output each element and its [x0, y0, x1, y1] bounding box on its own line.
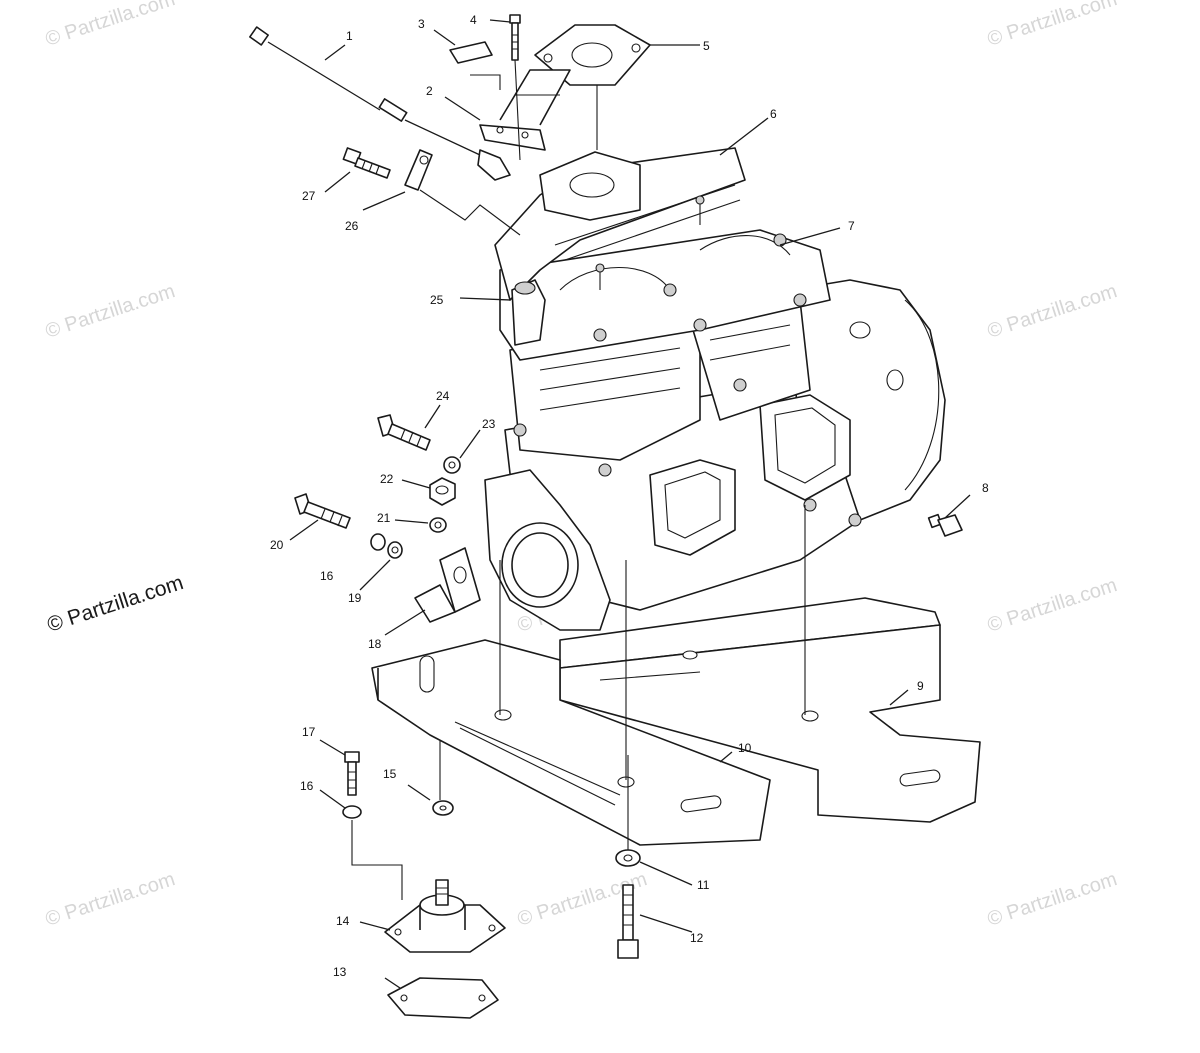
callout-leaders	[289, 19, 971, 989]
bracket-18	[414, 547, 481, 623]
engine-mount-14	[384, 879, 506, 953]
callout-labels: 1 2 3 4 5 6 7 8 9 10 11 12 13 14 15 16 1…	[270, 13, 989, 979]
watermark-faint-8: © Partzilla.com	[985, 868, 1120, 931]
bolt-12	[617, 884, 639, 959]
callout-27: 27	[302, 189, 316, 203]
head-bolts	[513, 233, 862, 527]
callout-1: 1	[346, 29, 353, 43]
clamp-26	[404, 149, 521, 236]
bolt-17	[344, 751, 360, 796]
watermark-faint-5: © Partzilla.com	[985, 574, 1120, 637]
fitting-27	[342, 147, 391, 179]
mount-plate-front-10	[371, 639, 771, 846]
callout-18: 18	[368, 637, 382, 651]
callout-20: 20	[270, 538, 284, 552]
callout-16-upper: 16	[320, 569, 334, 583]
callout-25: 25	[430, 293, 444, 307]
bolt-20	[294, 493, 351, 529]
washer-16-upper	[370, 533, 386, 551]
callout-24: 24	[436, 389, 450, 403]
callout-10: 10	[738, 741, 752, 755]
callout-15: 15	[383, 767, 397, 781]
watermark-faint-6: © Partzilla.com	[43, 868, 178, 931]
bolt-24	[377, 414, 431, 451]
callout-21: 21	[377, 511, 391, 525]
callout-13: 13	[333, 965, 347, 979]
callout-26: 26	[345, 219, 359, 233]
watermark-faint-4: © Partzilla.com	[985, 280, 1120, 343]
bolt-4	[509, 14, 521, 161]
leader-17-to-14	[351, 820, 403, 900]
callout-16-lower: 16	[300, 779, 314, 793]
callout-19: 19	[348, 591, 362, 605]
callout-2: 2	[426, 84, 433, 98]
callout-9: 9	[917, 679, 924, 693]
callout-8: 8	[982, 481, 989, 495]
callout-5: 5	[703, 39, 710, 53]
callout-17: 17	[302, 725, 316, 739]
watermark-faint-1: © Partzilla.com	[43, 0, 178, 51]
watermark-faint-2: © Partzilla.com	[985, 0, 1120, 51]
callout-6: 6	[770, 107, 777, 121]
callout-3: 3	[418, 17, 425, 31]
drain-plug-8	[927, 513, 963, 537]
watermark-faint-3: © Partzilla.com	[43, 280, 178, 343]
engine-assembly	[484, 147, 946, 631]
callout-11: 11	[697, 878, 710, 892]
callout-12: 12	[690, 931, 704, 945]
throttle-cable-1	[249, 26, 511, 181]
nut-22	[429, 477, 456, 506]
washer-16-lower	[342, 805, 362, 819]
callout-4: 4	[470, 13, 477, 27]
mount-shim-13	[387, 977, 499, 1019]
label-decal-3	[449, 41, 501, 90]
bracket-2	[479, 69, 571, 151]
callout-23: 23	[482, 417, 496, 431]
callout-7: 7	[848, 219, 855, 233]
watermark-main: © Partzilla.com	[44, 571, 186, 637]
callout-14: 14	[336, 914, 350, 928]
callout-22: 22	[380, 472, 394, 486]
